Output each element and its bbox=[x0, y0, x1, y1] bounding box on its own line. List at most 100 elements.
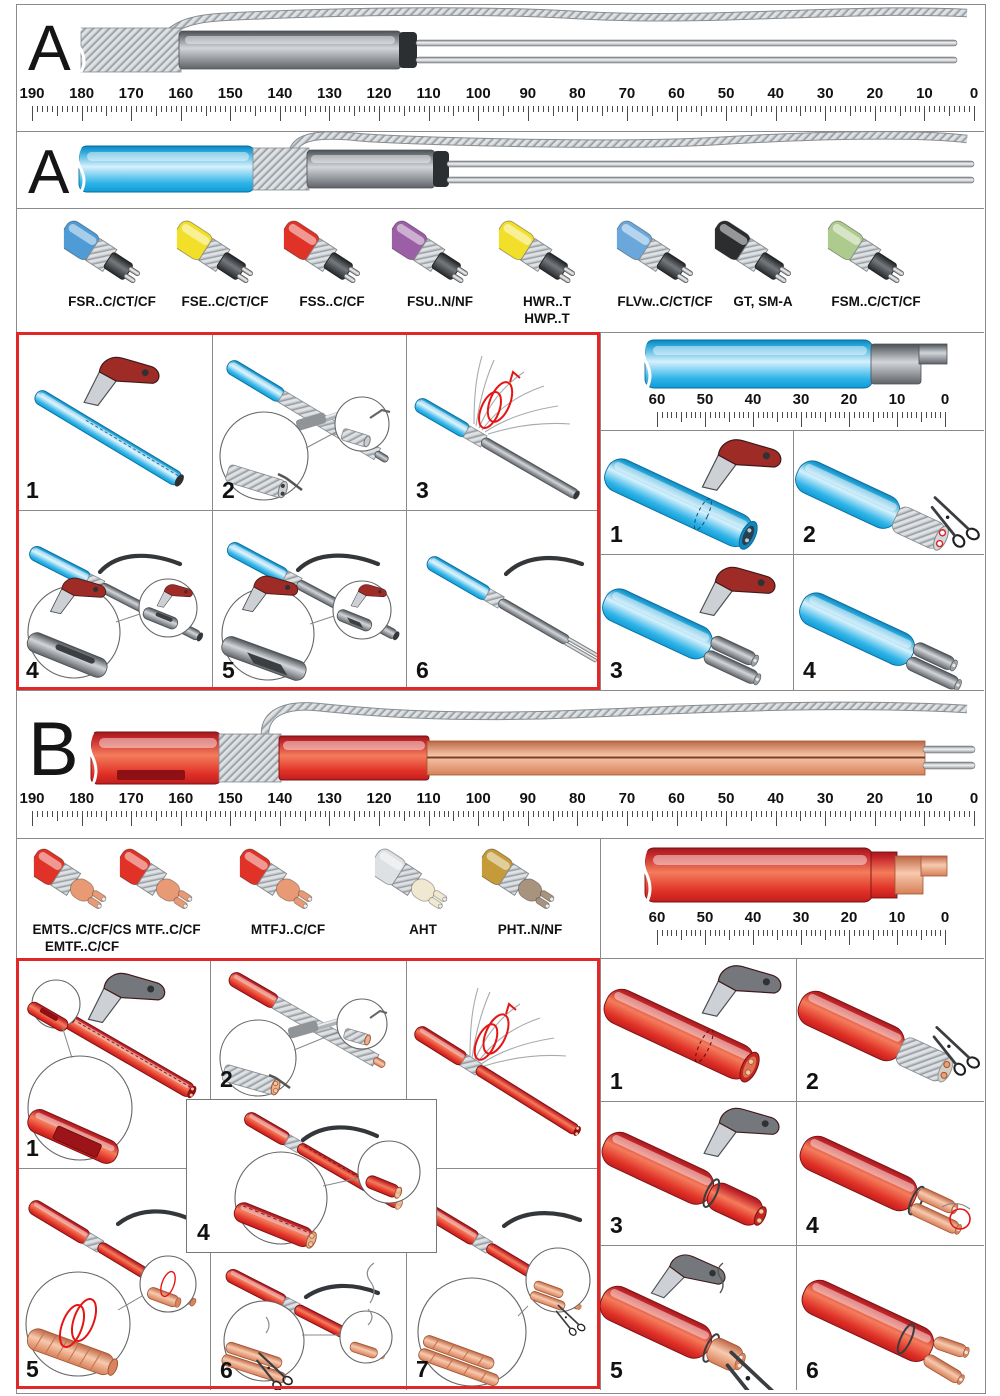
ruler-tick-label: 190 bbox=[19, 85, 45, 102]
cable-type-label: FSE..C/CT/CF bbox=[181, 294, 269, 309]
cable-a-stripped-illustration bbox=[76, 7, 968, 73]
grid-line bbox=[600, 554, 984, 555]
utility-knife-icon bbox=[701, 965, 782, 1017]
ruler-tick-label: 130 bbox=[316, 85, 342, 102]
grid-line bbox=[406, 1253, 407, 1390]
cable-type-label: FSU..N/NF bbox=[407, 294, 473, 309]
ruler-tick-label: 50 bbox=[696, 909, 714, 926]
ruler-tick-label: 110 bbox=[416, 85, 441, 102]
step-number: 5 bbox=[222, 657, 235, 683]
step-panel-b-right-5: 5 bbox=[600, 1245, 796, 1390]
step-number: 4 bbox=[197, 1219, 210, 1245]
ruler-tick-label: 170 bbox=[118, 85, 144, 102]
step-number: 3 bbox=[610, 1212, 623, 1238]
utility-knife-icon bbox=[650, 1250, 728, 1307]
outer-frame bbox=[16, 4, 986, 1394]
step-illustration bbox=[799, 592, 962, 690]
ruler-tick-label: 60 bbox=[668, 790, 685, 807]
cable-type-item: FSM..C/CT/CF bbox=[814, 216, 938, 311]
grid-line bbox=[437, 1168, 600, 1169]
step-panel-a-right-1: 1 bbox=[600, 430, 793, 554]
step-illustration bbox=[221, 542, 400, 681]
grid-line bbox=[793, 430, 794, 690]
cable-cross-section-icon bbox=[116, 844, 220, 918]
section-label-a2: A bbox=[28, 138, 70, 207]
ruler-tick-label: 180 bbox=[69, 85, 95, 102]
column-divider bbox=[600, 838, 601, 1390]
ruler-tick-label: 130 bbox=[316, 790, 342, 807]
grid-line bbox=[210, 1253, 211, 1390]
step-illustration bbox=[600, 1250, 794, 1390]
pigtail-wire-icon bbox=[503, 555, 585, 577]
cable-type-label: FLVw..C/CT/CF bbox=[617, 294, 713, 309]
step-panel-b-right-3: 3 bbox=[600, 1101, 796, 1245]
step-number: 2 bbox=[803, 521, 816, 547]
ruler-tick-label: 50 bbox=[696, 391, 714, 408]
pigtail-wire-icon bbox=[115, 1209, 195, 1227]
ruler-tick-label: 170 bbox=[118, 790, 144, 807]
step-number: 1 bbox=[610, 1068, 623, 1094]
grid-line bbox=[212, 332, 213, 690]
cable-type-label: EMTS..C/CF/CS bbox=[32, 922, 132, 937]
ruler-tick-label: 90 bbox=[519, 85, 537, 102]
ruler-tick-label: 20 bbox=[840, 909, 858, 926]
pigtail-wire-icon bbox=[303, 1283, 381, 1300]
step-number: 6 bbox=[416, 657, 429, 683]
step-illustration bbox=[414, 355, 580, 500]
ruler-tick-label: 160 bbox=[168, 85, 194, 102]
pigtail-wire-icon bbox=[97, 553, 183, 575]
cable-a-end-illustration bbox=[642, 339, 948, 389]
grid-line bbox=[406, 958, 407, 1099]
ruler-tick-label: 40 bbox=[767, 85, 785, 102]
step-illustration bbox=[602, 566, 776, 686]
ruler-tick-label: 30 bbox=[792, 391, 810, 408]
step-number: 7 bbox=[416, 1356, 429, 1382]
step-illustration bbox=[801, 1279, 970, 1385]
twist-spiral-icon bbox=[58, 1298, 98, 1348]
ruler-tick-label: 10 bbox=[916, 790, 933, 807]
ruler-tick-label: 190 bbox=[19, 790, 45, 807]
step-number: 2 bbox=[222, 477, 235, 503]
cable-cross-section-icon bbox=[824, 216, 928, 290]
ruler-tick-label: 20 bbox=[866, 85, 884, 102]
ruler-tick-label: 100 bbox=[465, 790, 491, 807]
cable-cross-section-icon bbox=[60, 216, 164, 290]
ruler-tick-label: 100 bbox=[465, 85, 491, 102]
cable-type-label: PHT..N/NF bbox=[497, 922, 563, 937]
cable-cross-section-icon bbox=[280, 216, 384, 290]
step-panel-b-right-1: 1 bbox=[600, 958, 796, 1101]
ruler-tick-label: 40 bbox=[744, 909, 762, 926]
step-illustration bbox=[604, 439, 782, 550]
section-label-b: B bbox=[28, 707, 79, 792]
cable-type-item: FSS..C/CF bbox=[270, 216, 394, 311]
step-panel-b-6: 6 bbox=[210, 1253, 406, 1390]
step-panel-a-2: 2 bbox=[212, 332, 406, 510]
cable-a-jacketed-illustration bbox=[76, 131, 975, 193]
section-divider bbox=[600, 332, 984, 333]
grid-line bbox=[16, 510, 600, 511]
ruler-tick-label: 160 bbox=[168, 790, 194, 807]
step-illustration bbox=[601, 1107, 780, 1226]
grid-line bbox=[16, 1168, 186, 1169]
ruler-tick-label: 50 bbox=[717, 85, 735, 102]
step-panel-a-4: 4 bbox=[16, 510, 212, 690]
section-divider bbox=[16, 208, 984, 209]
utility-knife-icon bbox=[699, 566, 776, 617]
cable-type-item: MTF..C/CF bbox=[103, 844, 233, 939]
step-panel-b-right-4: 4 bbox=[796, 1101, 984, 1245]
cable-type-item: FLVw..C/CT/CF bbox=[603, 216, 727, 311]
step-number: 3 bbox=[610, 657, 623, 683]
grid-line bbox=[600, 1101, 984, 1102]
step-number: 1 bbox=[26, 1135, 39, 1161]
cable-type-item: GT, SM-A bbox=[701, 216, 825, 311]
ruler-tick-label: 0 bbox=[969, 790, 979, 807]
ruler-tick-label: 80 bbox=[569, 790, 586, 807]
cable-cross-section-icon bbox=[388, 216, 492, 290]
step-illustration bbox=[233, 1112, 421, 1249]
section-divider bbox=[16, 838, 984, 839]
